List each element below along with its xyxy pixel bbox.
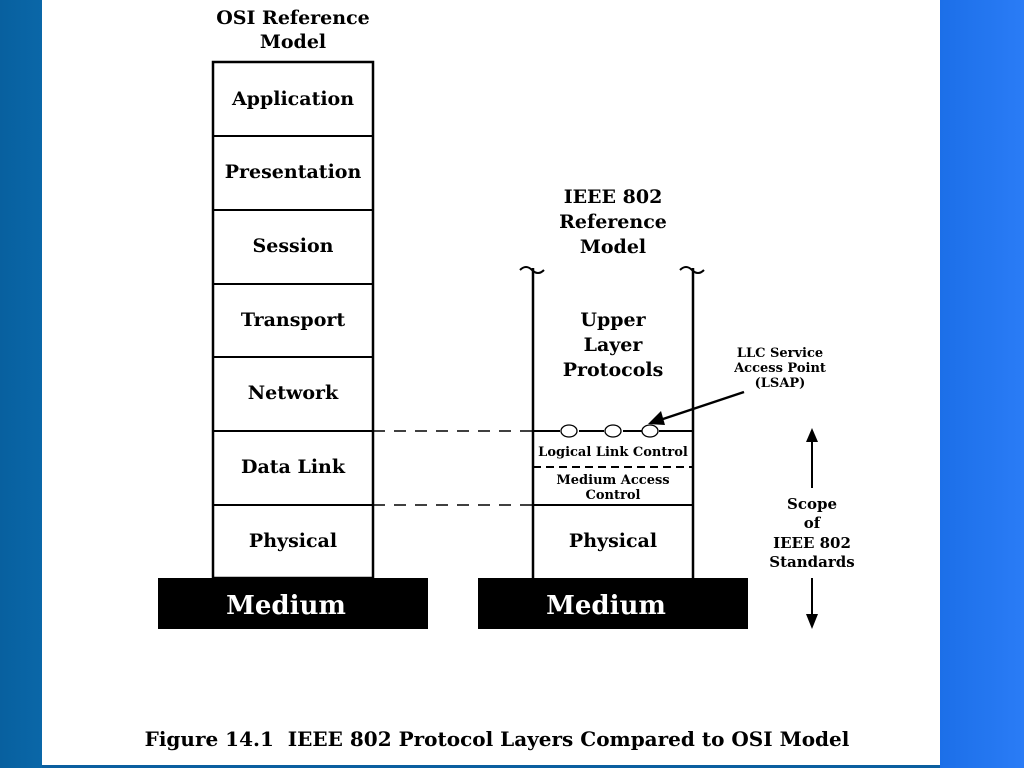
ieee-title-line3: Model (580, 236, 646, 258)
ieee-mac-line2: Control (586, 488, 641, 503)
lsap-label-line1: LLC Service (737, 346, 823, 361)
osi-layer-application: Application (231, 88, 354, 110)
ieee-llc-label: Logical Link Control (538, 445, 688, 460)
osi-layer-data-link: Data Link (241, 456, 346, 478)
lsap-row (533, 424, 693, 438)
scope-indicator: Scope of IEEE 802 Standards (769, 428, 855, 629)
lsap-arrow-shaft (659, 390, 745, 422)
osi-layer-presentation: Presentation (225, 161, 362, 183)
right-frame-band (940, 0, 1024, 768)
osi-layer-session: Session (253, 235, 334, 257)
lsap-point (604, 424, 622, 438)
lsap-point (560, 424, 578, 438)
lsap-point (641, 424, 659, 438)
osi-title-line1: OSI Reference (216, 7, 369, 29)
ieee-medium-label: Medium (546, 591, 666, 621)
osi-layer-transport: Transport (241, 309, 346, 331)
lsap-callout: LLC Service Access Point (LSAP) (648, 346, 826, 425)
protocol-layers-diagram: OSI Reference Model Application Presenta… (145, 7, 855, 751)
osi-title-line2: Model (260, 31, 326, 53)
ieee-title-line1: IEEE 802 (564, 186, 663, 208)
left-frame-band (0, 0, 42, 768)
ieee-title-line2: Reference (559, 211, 667, 233)
ieee-upper-line2: Layer (584, 334, 644, 356)
scope-label-line2: of (804, 514, 822, 532)
osi-layer-network: Network (248, 382, 339, 404)
ieee-physical-label: Physical (569, 530, 657, 552)
scope-label-line3: IEEE 802 (773, 534, 851, 552)
osi-layer-physical: Physical (249, 530, 337, 552)
scope-label-line4: Standards (769, 553, 854, 571)
ieee-mac-line1: Medium Access (556, 473, 669, 488)
ieee-stack: IEEE 802 Reference Model Upper Layer Pro… (478, 186, 748, 629)
ieee-upper-line1: Upper (580, 309, 646, 331)
scope-arrow-down-head (806, 614, 818, 629)
osi-medium-label: Medium (226, 591, 346, 621)
scope-arrow-up-head (806, 428, 818, 442)
slide: OSI Reference Model Application Presenta… (42, 0, 940, 765)
ieee-upper-line3: Protocols (563, 359, 664, 381)
osi-stack: OSI Reference Model Application Presenta… (158, 7, 428, 629)
lsap-arrow-head (648, 411, 665, 425)
scope-label-line1: Scope (787, 495, 837, 513)
lsap-label-line3: (LSAP) (755, 376, 806, 391)
lsap-label-line2: Access Point (733, 361, 826, 376)
osi-medium-bar (158, 578, 428, 629)
figure-caption: Figure 14.1 IEEE 802 Protocol Layers Com… (145, 727, 850, 751)
ieee-medium-bar (478, 578, 748, 629)
